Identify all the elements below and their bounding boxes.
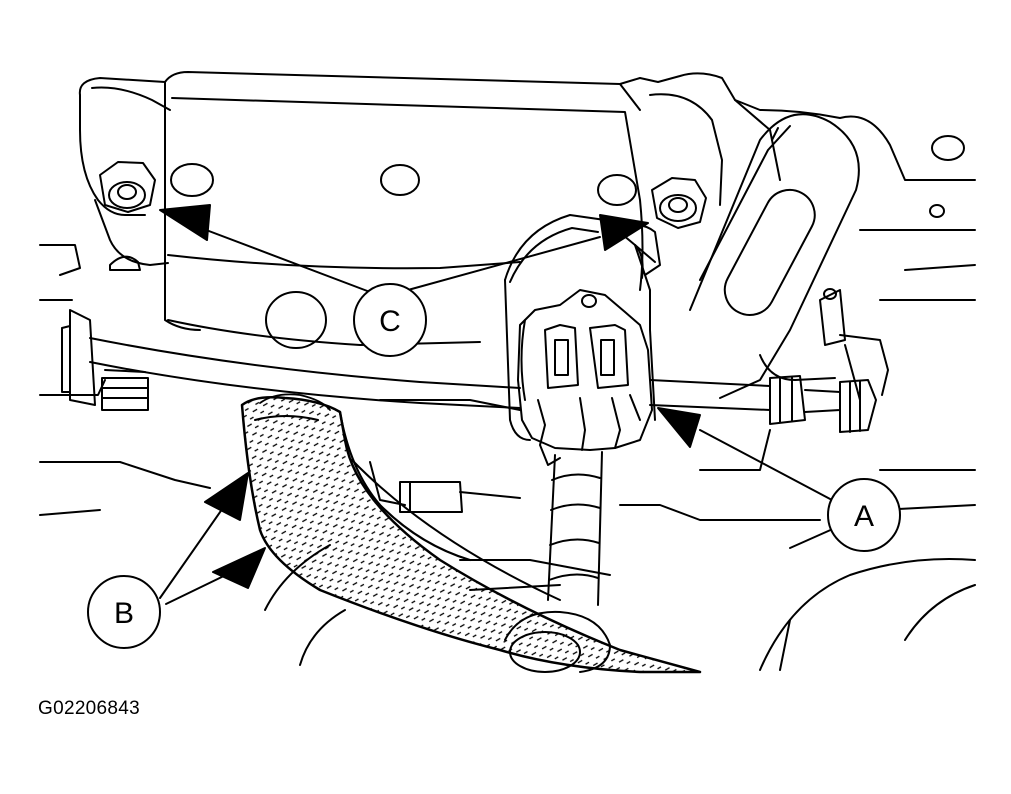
tube-line — [89, 289, 889, 433]
bracket-hole — [265, 291, 327, 349]
arrow-c-left — [159, 204, 211, 241]
arrow-b-top — [204, 472, 249, 521]
callout-c-label: C — [379, 305, 401, 338]
mounting-bracket — [61, 71, 976, 406]
arrow-a — [657, 407, 701, 448]
callout-b-circle — [87, 575, 161, 649]
callout-c-circle — [353, 283, 427, 357]
bracket-hole — [170, 163, 214, 197]
stud-bolt — [101, 369, 149, 411]
callout-a-label: A — [854, 500, 874, 533]
sensor-connector — [504, 214, 661, 466]
engine-background — [39, 135, 976, 671]
sensor-wire — [547, 451, 603, 606]
arrow-c-right — [599, 214, 649, 251]
callout-a-circle — [827, 478, 901, 552]
small-connector — [369, 461, 521, 513]
bracket-hole — [380, 164, 420, 196]
braided-hose — [240, 393, 702, 674]
left-bolt — [99, 161, 156, 213]
callout-b-leaders — [159, 504, 231, 605]
callout-b-label: B — [114, 597, 134, 630]
callout-a-leaders — [699, 429, 836, 549]
slotted-arm — [689, 113, 860, 399]
right-bolt — [651, 177, 707, 229]
figure-id: G02206843 — [38, 698, 141, 719]
braided-hose-inner — [338, 410, 472, 562]
bracket-hole — [597, 174, 637, 206]
callout-c-leaders — [184, 221, 601, 293]
arrow-b-bottom — [212, 547, 266, 589]
